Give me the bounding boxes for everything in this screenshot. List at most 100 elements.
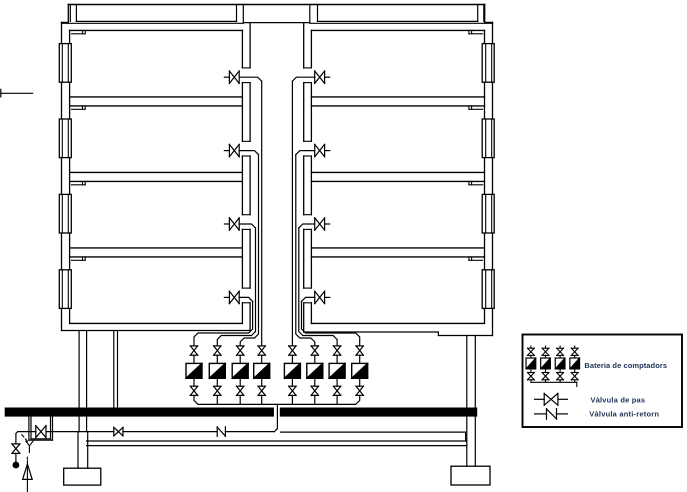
pass-valve-icon (189, 385, 199, 397)
window-right-floor2 (481, 118, 495, 159)
water-meter-icon (328, 362, 347, 380)
pass-valve-icon (228, 143, 241, 158)
meter-unit-5 (283, 345, 302, 397)
pass-valve-icon (287, 345, 297, 357)
ground-line-right (279, 407, 478, 417)
manifold-feed-pipe (273, 403, 278, 433)
legend-label-meter-battery: Bateria de comptadors (584, 361, 667, 370)
window-left-floor2 (58, 118, 72, 159)
legend-label-pass-valve: Vàlvula de pas (591, 396, 646, 405)
pass-valve-icon (332, 345, 342, 357)
street-connection (11, 430, 34, 492)
check-valve-icon (216, 426, 227, 437)
footing-right (450, 465, 491, 486)
pass-valve-icon (228, 70, 241, 85)
room-right-floor4 (310, 256, 486, 325)
roof (60, 3, 494, 24)
branch-left-floor2 (223, 143, 260, 347)
water-meter-icon (231, 362, 250, 380)
supply-pass-valve-icon (112, 426, 124, 437)
pass-valve-icon (310, 385, 320, 397)
pillar-left (77, 329, 89, 469)
pass-valve-icon (11, 443, 21, 455)
branch-right-floor1 (291, 70, 331, 347)
manifold-pipe (193, 394, 361, 405)
supply-pipe (17, 426, 467, 442)
water-meter-icon (208, 362, 227, 380)
flow-arrow-icon (21, 456, 34, 492)
water-meter-icon (305, 362, 324, 380)
shaft-right-wall (303, 21, 313, 333)
branch-right-floor2 (294, 143, 331, 347)
drain-funnel-icon (25, 440, 34, 447)
room-left-floor1 (68, 29, 244, 98)
shaft-left-wall (241, 21, 251, 332)
branch-right-floor4 (300, 290, 361, 347)
connection-point-icon (12, 461, 20, 469)
legend-label-check-valve: Vàlvula anti-retorn (589, 410, 659, 419)
meter-unit-2 (208, 345, 227, 397)
water-meter-icon (252, 362, 271, 380)
pass-valve-icon (235, 345, 245, 357)
window-right-floor4 (481, 269, 495, 310)
pass-valve-icon (355, 385, 365, 397)
chamber-valve-icon (34, 424, 47, 439)
pass-valve-icon (228, 216, 241, 232)
ground-line-left (4, 407, 274, 417)
window-left-floor1 (58, 42, 72, 83)
pass-valve-icon (313, 216, 326, 232)
level-mark (0, 88, 34, 98)
meter-unit-7 (328, 345, 347, 397)
room-left-floor2 (68, 105, 244, 174)
pass-valve-icon (313, 70, 326, 85)
window-left-floor4 (58, 269, 72, 310)
pass-valve-icon (543, 392, 559, 407)
pass-valve-icon (287, 385, 297, 397)
branch-right-floor3 (297, 216, 338, 347)
drain-dash (24, 438, 29, 443)
window-right-floor1 (481, 42, 495, 83)
drain-dash (21, 433, 25, 438)
legend-pass-valve-icon (533, 392, 569, 407)
pass-valve-icon (257, 345, 267, 357)
meter-unit-4 (252, 345, 271, 397)
meter-unit-8 (350, 345, 369, 397)
footing-left (63, 467, 102, 486)
branch-left-floor3 (216, 216, 257, 347)
room-right-floor2 (310, 105, 486, 174)
pass-valve-icon (355, 345, 365, 357)
legend-check-valve-icon (533, 408, 569, 420)
room-left-floor4 (68, 256, 244, 325)
legend-meter-battery-icon (525, 345, 581, 388)
meter-battery (185, 345, 369, 433)
pass-valve-icon (332, 385, 342, 397)
pass-valve-icon (212, 385, 222, 397)
pass-valve-icon (570, 347, 579, 357)
building-base (60, 329, 494, 337)
room-right-floor3 (310, 180, 486, 249)
meter-unit-1 (185, 345, 203, 397)
window-right-floor3 (481, 193, 495, 234)
pillar-mid-left (113, 329, 119, 409)
pass-valve-icon (310, 345, 320, 357)
branch-left-floor4 (193, 290, 254, 347)
water-meter-icon (283, 362, 302, 380)
window-left-floor3 (58, 193, 72, 234)
pass-valve-icon (313, 290, 326, 305)
room-right-floor1 (310, 29, 486, 98)
pass-valve-icon (313, 143, 326, 158)
water-meter-icon (350, 362, 369, 380)
pass-valve-icon (228, 290, 241, 305)
pillar-right (466, 334, 476, 467)
water-meter-icon (185, 362, 203, 380)
meter-unit-6 (305, 345, 324, 397)
meter-chamber (28, 416, 54, 441)
meter-unit-3 (231, 345, 250, 397)
pass-valve-icon (235, 385, 245, 397)
pass-valve-icon (257, 385, 267, 397)
tie-beam (85, 440, 468, 447)
legend: Bateria de comptadors Vàlvula de pas Vàl… (521, 333, 683, 428)
room-left-floor3 (68, 180, 244, 249)
